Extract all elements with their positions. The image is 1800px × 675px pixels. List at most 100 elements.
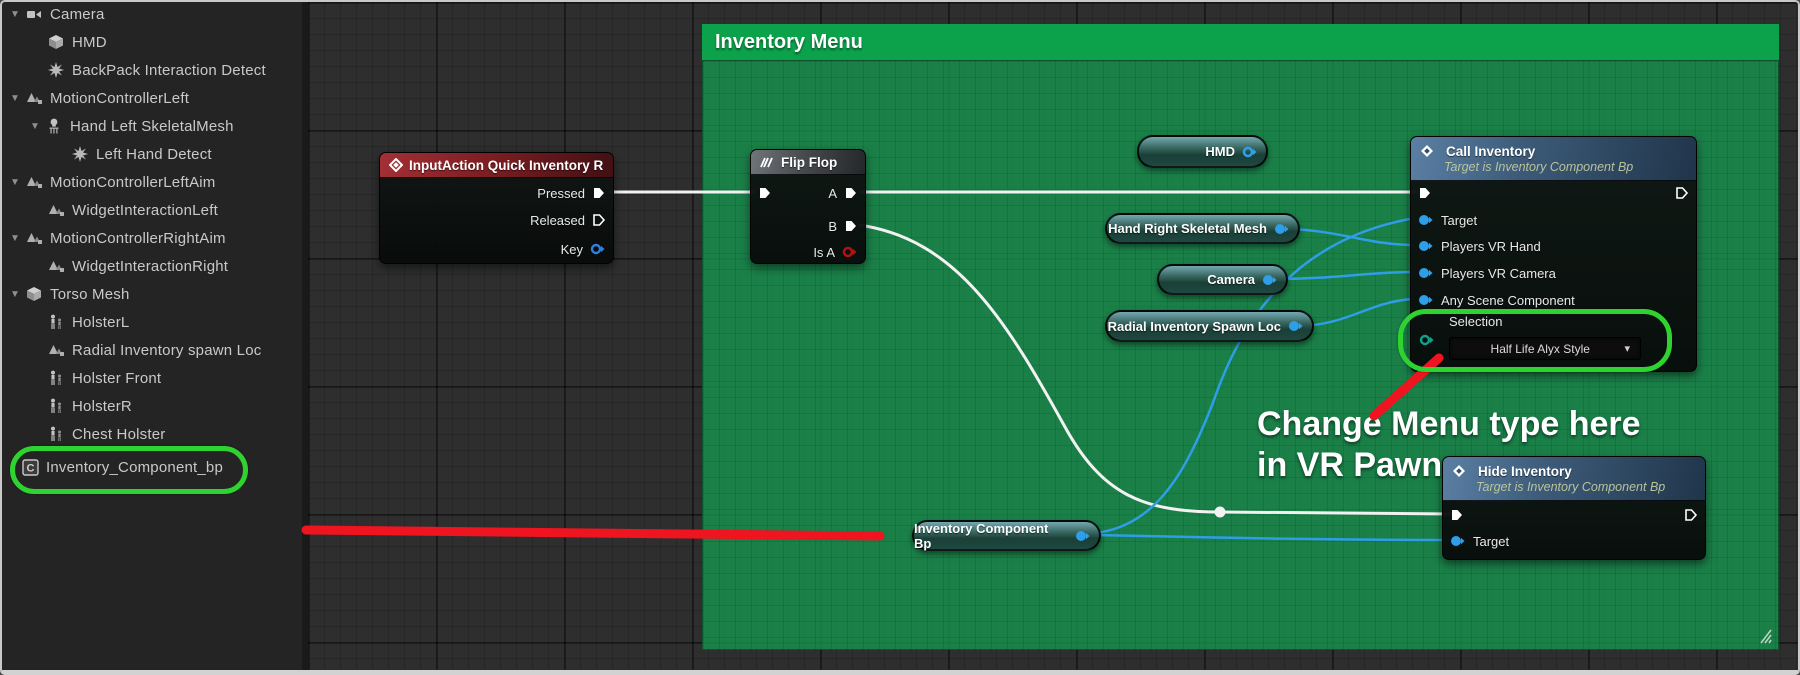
exec-pin-a[interactable] — [844, 186, 858, 200]
sidebar-item-camera[interactable]: ▼ Camera — [2, 2, 302, 28]
collision-icon — [70, 146, 90, 162]
sidebar-item-label: MotionControllerLeft — [50, 89, 190, 107]
event-icon — [389, 158, 403, 172]
sidebar-item-torso-mesh[interactable]: ▼ Torso Mesh — [2, 280, 302, 308]
sidebar-item-label: MotionControllerRightAim — [50, 229, 226, 247]
holster-icon — [46, 314, 66, 330]
collision-icon — [46, 62, 66, 78]
comment-header[interactable]: Inventory Menu — [702, 24, 1779, 60]
bool-pin-is-a[interactable] — [842, 246, 858, 258]
expander-arrow-icon[interactable]: ▼ — [10, 288, 20, 300]
object-pin[interactable] — [1075, 530, 1091, 542]
expander-arrow-icon[interactable]: ▼ — [10, 232, 20, 244]
sidebar-item-label: BackPack Interaction Detect — [72, 61, 266, 79]
sidebar-item-chest-holster[interactable]: Chest Holster — [2, 420, 302, 448]
pill-label: Hand Right Skeletal Mesh — [1108, 221, 1267, 236]
sidebar-item-widgetinteractionright[interactable]: WidgetInteractionRight — [2, 252, 302, 280]
pin-label-target: Target — [1441, 212, 1478, 228]
object-pin-players-vr-hand[interactable] — [1418, 240, 1434, 252]
sidebar-item-label: MotionControllerLeftAim — [50, 173, 216, 191]
exec-pin-in[interactable] — [758, 186, 772, 200]
expander-arrow-icon[interactable]: ▼ — [10, 8, 20, 20]
struct-pin-key[interactable] — [590, 243, 606, 255]
selection-dropdown[interactable]: Half Life Alyx Style ▾ — [1449, 337, 1641, 360]
scene-component-icon — [24, 90, 44, 106]
sidebar-item-label: Holster Front — [72, 369, 162, 387]
expander-arrow-icon[interactable]: ▼ — [10, 176, 20, 188]
expander-arrow-icon[interactable]: ▼ — [30, 120, 40, 132]
annotation-text-line1: Change Menu type here — [1257, 405, 1641, 443]
exec-pin-in[interactable] — [1450, 508, 1464, 522]
sidebar-item-holster-front[interactable]: Holster Front — [2, 364, 302, 392]
scene-component-icon — [24, 230, 44, 246]
scene-component-icon — [46, 258, 66, 274]
pin-label-players-vr-camera: Players VR Camera — [1441, 265, 1556, 281]
sidebar-item-radial-inventory-spawn-loc[interactable]: Radial Inventory spawn Loc — [2, 336, 302, 364]
node-subtitle: Target is Inventory Component Bp — [1444, 159, 1634, 174]
sidebar-item-label: Left Hand Detect — [96, 145, 212, 163]
object-pin[interactable] — [1242, 146, 1258, 158]
pill-inventory-component-bp[interactable]: Inventory Component Bp — [912, 520, 1101, 551]
holster-icon — [46, 426, 66, 442]
sidebar-item-motioncontrollerrightaim[interactable]: ▼ MotionControllerRightAim — [2, 224, 302, 252]
sidebar-item-widgetinteractionleft[interactable]: WidgetInteractionLeft — [2, 196, 302, 224]
node-input-action[interactable]: InputAction Quick Inventory R Pressed Re… — [379, 152, 614, 264]
sidebar-item-left-hand-detect[interactable]: Left Hand Detect — [2, 140, 302, 168]
pin-label-b: B — [828, 218, 837, 234]
sidebar-item-motioncontrollerleft[interactable]: ▼ MotionControllerLeft — [2, 84, 302, 112]
object-pin[interactable] — [1262, 274, 1278, 286]
object-pin[interactable] — [1288, 320, 1304, 332]
sidebar-item-label: Radial Inventory spawn Loc — [72, 341, 262, 359]
pin-label-any-scene-component: Any Scene Component — [1441, 292, 1575, 308]
node-flip-flop[interactable]: Flip Flop A B Is A — [750, 149, 866, 264]
sidebar-item-label: HolsterL — [72, 313, 130, 331]
sidebar-item-label: WidgetInteractionLeft — [72, 201, 218, 219]
exec-pin-in[interactable] — [1418, 186, 1432, 200]
comment-resize-handle[interactable] — [1755, 627, 1773, 645]
pill-hand-right-skeletal-mesh[interactable]: Hand Right Skeletal Mesh — [1105, 213, 1300, 244]
node-title: Flip Flop — [781, 154, 838, 170]
sidebar-item-holsterr[interactable]: HolsterR — [2, 392, 302, 420]
object-pin-any-scene-component[interactable] — [1418, 294, 1434, 306]
node-subtitle: Target is Inventory Component Bp — [1476, 479, 1666, 494]
node-title: Call Inventory — [1446, 143, 1536, 159]
exec-pin-released[interactable] — [592, 213, 606, 227]
pin-label-is-a: Is A — [813, 244, 835, 260]
holster-icon — [46, 398, 66, 414]
object-pin-players-vr-camera[interactable] — [1418, 267, 1434, 279]
sidebar-item-hand-left-skeletalmesh[interactable]: ▼Hand Left SkeletalMesh — [2, 112, 302, 140]
pin-label-pressed: Pressed — [537, 185, 585, 201]
node-hide-inventory[interactable]: Hide Inventory Target is Inventory Compo… — [1442, 456, 1706, 560]
holster-icon — [46, 370, 66, 386]
annotation-circle-selection — [1398, 309, 1672, 372]
exec-pin-out[interactable] — [1684, 508, 1698, 522]
sidebar-item-backpack-interaction-detect[interactable]: BackPack Interaction Detect — [2, 56, 302, 84]
object-pin[interactable] — [1274, 223, 1290, 235]
sidebar-item-holsterl[interactable]: HolsterL — [2, 308, 302, 336]
sidebar-item-label: Chest Holster — [72, 425, 166, 443]
pill-radial-inventory-spawn-loc[interactable]: Radial Inventory Spawn Loc — [1105, 310, 1314, 342]
function-icon — [1420, 144, 1434, 158]
selection-dropdown-value: Half Life Alyx Style — [1490, 341, 1590, 356]
object-pin-target[interactable] — [1418, 214, 1434, 226]
exec-pin-b[interactable] — [844, 219, 858, 233]
exec-pin-pressed[interactable] — [592, 186, 606, 200]
pin-label-key: Key — [560, 241, 583, 257]
expander-arrow-icon[interactable]: ▼ — [10, 92, 20, 104]
pill-camera[interactable]: Camera — [1157, 264, 1288, 295]
static-mesh-icon — [46, 34, 66, 50]
scene-component-icon — [46, 342, 66, 358]
skeletal-mesh-icon — [44, 118, 64, 134]
chevron-down-icon: ▾ — [1624, 343, 1630, 355]
sidebar-item-label: Camera — [50, 5, 105, 23]
sidebar-item-label: Torso Mesh — [50, 285, 130, 303]
static-mesh-icon — [24, 286, 44, 302]
object-pin-target[interactable] — [1450, 535, 1466, 547]
pill-hmd[interactable]: HMD — [1137, 135, 1268, 168]
exec-pin-out[interactable] — [1675, 186, 1689, 200]
sidebar-item-hmd[interactable]: HMD — [2, 28, 302, 56]
sidebar-item-motioncontrollerleftaim[interactable]: ▼ MotionControllerLeftAim — [2, 168, 302, 196]
pin-label-target: Target — [1473, 533, 1510, 549]
